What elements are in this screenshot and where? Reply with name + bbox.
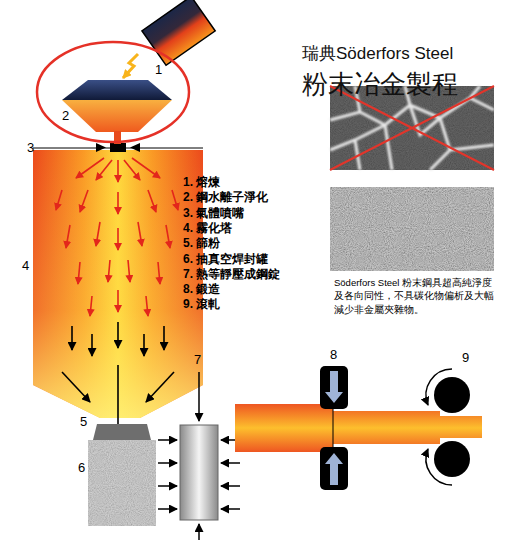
callout-number: 4 (22, 258, 29, 273)
pressure-arrow (158, 485, 177, 487)
step-list-item: 7. 熱等靜壓成鋼錠 (183, 266, 280, 283)
callout-number: 3 (27, 140, 34, 155)
callout-number: 7 (194, 352, 201, 367)
gas-jet-symbol (96, 143, 106, 152)
powder-texture (88, 440, 156, 526)
micrograph-texture (330, 187, 494, 271)
powder-arrow (71, 326, 73, 350)
powder-arrow (117, 322, 119, 348)
spray-arrow (117, 160, 119, 182)
gas-nozzle (110, 143, 126, 152)
powder-arrow (163, 326, 165, 350)
hip-ingot (180, 425, 218, 520)
spray-arrow (90, 296, 92, 316)
callout-number: 9 (462, 350, 469, 365)
step-list-item: 1. 熔煉 (183, 174, 220, 191)
roll (434, 377, 470, 413)
ladle-body (142, 0, 215, 65)
step-list-item: 6. 抽真空焊封罐 (183, 251, 268, 268)
spray-arrow (166, 225, 170, 248)
spray-arrow (132, 158, 160, 178)
callout-number: 2 (62, 108, 69, 123)
powder-arrow (91, 334, 93, 356)
spray-arrow (66, 225, 70, 248)
pressure-arrow (221, 485, 240, 487)
forging-step-line (333, 404, 334, 452)
die-arrow (325, 371, 343, 403)
powder-arrow (62, 372, 90, 402)
callout-number: 5 (80, 414, 87, 429)
callout-number: 6 (78, 460, 85, 475)
spray-arrow (108, 260, 110, 282)
callout-number: 1 (155, 62, 162, 77)
diagram-title: 瑞典Söderfors Steel 粉末冶金製程 (302, 34, 515, 102)
spray-arrow (124, 160, 140, 180)
spray-arrow (148, 190, 156, 212)
spray-arrow (158, 262, 160, 284)
roll (434, 441, 470, 477)
spray-arrow (56, 190, 62, 210)
step-list-item: 2. 鋼水離子淨化 (183, 189, 268, 206)
rotation-arrow (426, 369, 452, 405)
spray-arrow (117, 192, 119, 214)
pressure-arrow (158, 462, 177, 464)
pressure-arrow (198, 524, 200, 540)
rotation-arrow (426, 449, 452, 485)
pressure-arrow (221, 462, 240, 464)
can-lid (93, 424, 151, 440)
spray-arrow (96, 160, 112, 180)
spray-arrow (146, 296, 148, 316)
powder-arrow (143, 334, 145, 356)
step-list-item: 8. 鍛造 (183, 281, 220, 298)
powder-arrow (146, 372, 174, 402)
pressure-arrow (221, 508, 240, 510)
gas-jet-symbol (130, 143, 140, 152)
powder-steel-micrograph (330, 187, 494, 271)
step-list-item: 3. 氣體噴嘴 (183, 205, 244, 222)
pressure-arrow (158, 508, 177, 510)
die-arrow (325, 453, 343, 485)
micrograph-note: Söderfors Steel 粉末鋼具超高純淨度及各向同性，不具碳化物偏析及大… (334, 276, 494, 316)
pour-arrow (123, 54, 138, 78)
ladle (142, 0, 215, 65)
step-list-item: 9. 滾軋 (183, 296, 220, 313)
forging-die (320, 447, 348, 490)
forging-die (320, 366, 348, 409)
highlight-ellipse (37, 42, 189, 142)
spray-arrow (78, 262, 80, 284)
spray-arrow (172, 190, 178, 210)
spray-arrow (117, 228, 119, 250)
tundish-top (62, 80, 172, 100)
pressure-arrow (158, 439, 177, 441)
spray-arrow (96, 222, 100, 246)
step-list-item: 5. 篩粉 (183, 235, 220, 252)
spray-arrow (76, 158, 104, 178)
pressure-arrow (198, 372, 200, 421)
powder-arrows (62, 322, 174, 440)
step-list-item: 4. 霧化塔 (183, 220, 232, 237)
pressure-arrows (158, 372, 240, 540)
tundish-bottom (62, 100, 172, 132)
spray-arrows (56, 158, 178, 316)
callout-number: 8 (330, 347, 337, 362)
spray-arrow (138, 222, 142, 246)
spray-arrow (80, 190, 88, 212)
powder-can (88, 440, 156, 526)
spray-arrow (128, 260, 130, 282)
spray-arrow (117, 290, 119, 312)
